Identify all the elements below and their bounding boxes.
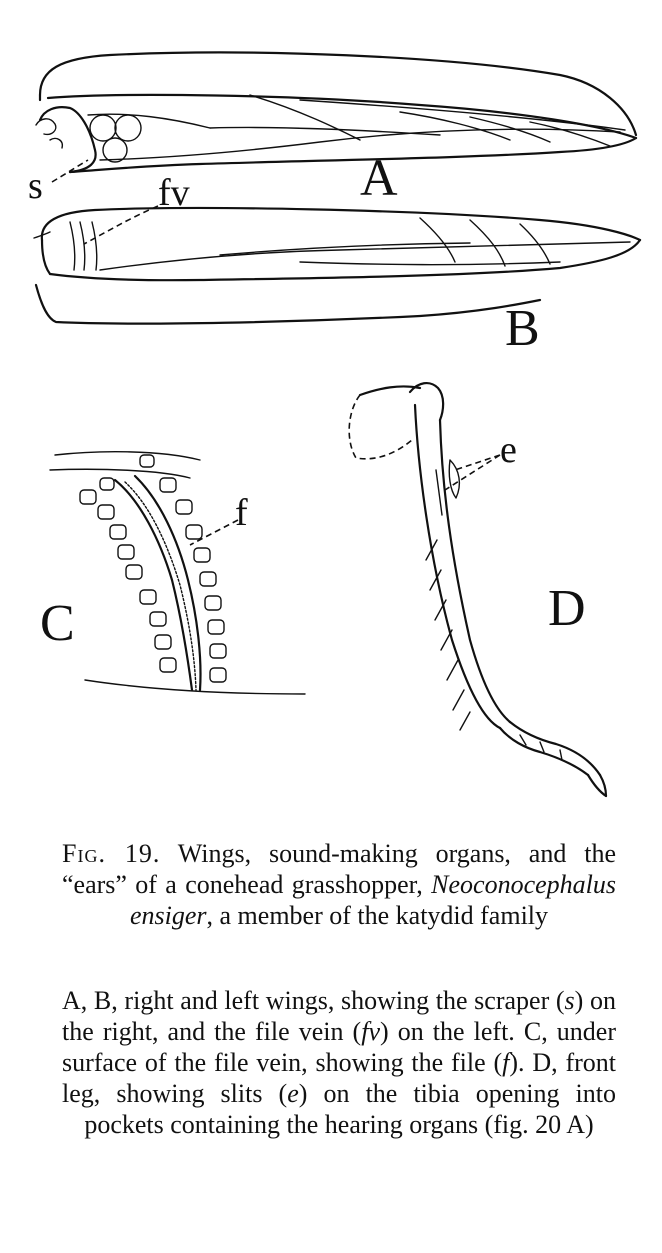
figure-illustration: s fv A B: [28, 51, 642, 798]
caption-abbrev-fv: fv: [361, 1017, 380, 1046]
label-fv: fv: [158, 172, 190, 214]
figure-number: Fig. 19.: [62, 839, 161, 868]
front-leg-drawing: [348, 382, 608, 798]
label-s: s: [28, 165, 43, 207]
caption-title-text: Wings, sound-making organs, and the “ear…: [62, 839, 616, 899]
caption-body-part: ). D, front leg, showing slits (: [62, 1048, 616, 1108]
caption-body-part: A, B, right and left wings, showing the …: [62, 986, 565, 1015]
label-e: e: [500, 429, 517, 471]
panel-label-a: A: [360, 150, 398, 207]
figure-caption-body: A, B, right and left wings, showing the …: [62, 985, 616, 1140]
caption-body-part: ) on the right, and the file vein (: [62, 986, 616, 1046]
label-f: f: [235, 492, 248, 534]
caption-body-part: ) on the left. C, under surface of the f…: [62, 1017, 616, 1077]
figure-caption-title: Fig. 19. Wings, sound-making organs, and…: [62, 838, 616, 931]
panel-label-d: D: [548, 580, 586, 637]
species-name: Neoconocephalus ensiger: [129, 870, 617, 930]
wing-b-drawing: [33, 206, 642, 325]
caption-title-tail: , a member of the katydid family: [206, 901, 549, 930]
caption-abbrev-f: f: [502, 1048, 510, 1077]
caption-abbrev-e: e: [287, 1079, 299, 1108]
file-vein-drawing: [49, 451, 306, 695]
panel-label-b: B: [505, 300, 540, 357]
wing-a-drawing: [35, 51, 638, 174]
panel-label-c: C: [40, 595, 75, 652]
caption-abbrev-s: s: [564, 986, 575, 1015]
caption-body-part: ) on the tibia opening into pockets cont…: [84, 1079, 617, 1139]
